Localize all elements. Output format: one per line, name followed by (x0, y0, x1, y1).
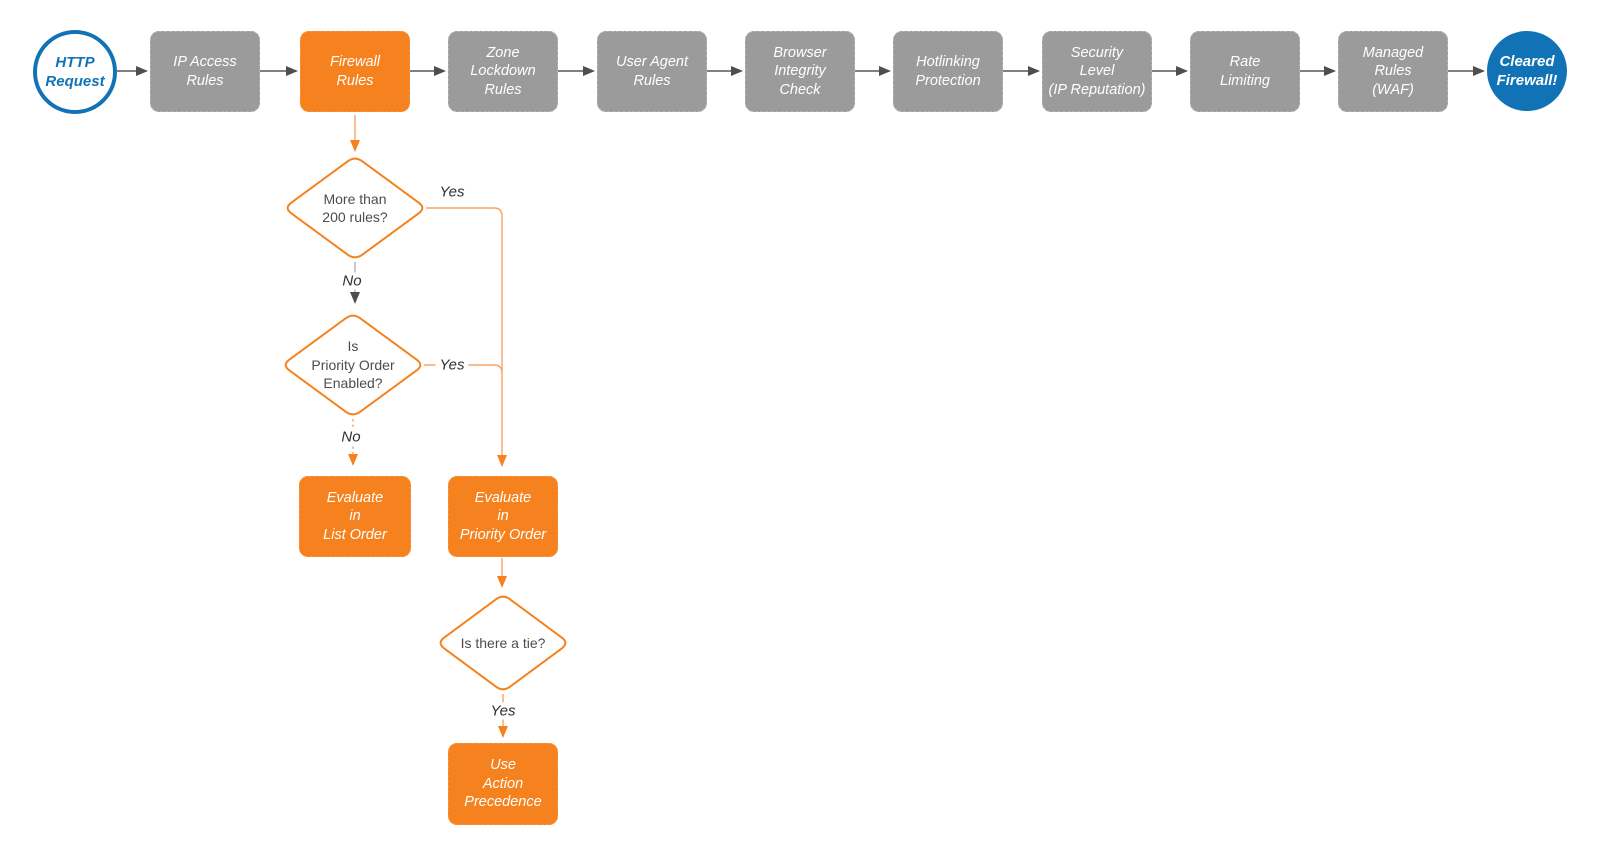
node-decision-more-200-shape (286, 157, 424, 259)
edge-label-decision3-yes: Yes (486, 702, 520, 720)
node-cleared-firewall-label: Cleared Firewall! (1496, 53, 1558, 89)
node-security-level: Security Level (IP Reputation) (1042, 31, 1152, 112)
node-decision-priority-enabled-label: Is Priority Order Enabled? (311, 338, 395, 392)
edge-label-decision2-yes: Yes (435, 356, 469, 374)
node-ip-access-rules-label: IP Access Rules (173, 54, 237, 89)
node-managed-rules-waf: Managed Rules (WAF) (1338, 31, 1448, 112)
node-rate-limiting: Rate Limiting (1190, 31, 1300, 112)
node-use-action-precedence-label: Use Action Precedence (464, 757, 542, 811)
node-http-request-label: HTTP Request (45, 54, 105, 90)
node-security-level-label: Security Level (IP Reputation) (1048, 44, 1146, 98)
node-evaluate-list-order: Evaluate in List Order (299, 476, 411, 557)
node-decision-tie-shape (439, 595, 567, 691)
node-zone-lockdown-rules-label: Zone Lockdown Rules (470, 44, 536, 98)
node-http-request: HTTP Request (33, 30, 117, 114)
node-decision-more-200-label: More than 200 rules? (322, 190, 388, 226)
node-firewall-rules-label: Firewall Rules (330, 54, 380, 89)
node-cleared-firewall: Cleared Firewall! (1487, 31, 1567, 111)
node-managed-rules-waf-label: Managed Rules (WAF) (1362, 44, 1424, 98)
node-zone-lockdown-rules: Zone Lockdown Rules (448, 31, 558, 112)
node-decision-priority-enabled-shape (284, 314, 422, 416)
wire-decision1-yes-to-evaluate-priority (426, 207, 507, 467)
node-ip-access-rules: IP Access Rules (150, 31, 260, 112)
node-evaluate-list-order-label: Evaluate in List Order (323, 489, 387, 543)
node-rate-limiting-label: Rate Limiting (1220, 54, 1270, 89)
wire-decision2-yes-join (424, 364, 503, 374)
node-evaluate-priority-order: Evaluate in Priority Order (448, 476, 558, 557)
node-hotlinking-protection-label: Hotlinking Protection (915, 54, 981, 89)
node-firewall-rules: Firewall Rules (300, 31, 410, 112)
diamond-shape (439, 595, 567, 691)
edge-label-decision2-no: No (337, 428, 365, 446)
node-browser-integrity-check: Browser Integrity Check (745, 31, 855, 112)
diamond-shape (286, 157, 424, 259)
node-decision-tie-label: Is there a tie? (460, 634, 546, 651)
node-user-agent-rules: User Agent Rules (597, 31, 707, 112)
node-use-action-precedence: Use Action Precedence (448, 743, 558, 825)
node-hotlinking-protection: Hotlinking Protection (893, 31, 1003, 112)
node-evaluate-priority-order-label: Evaluate in Priority Order (459, 489, 547, 543)
edge-label-decision1-no: No (338, 272, 366, 290)
node-browser-integrity-check-label: Browser Integrity Check (773, 44, 827, 98)
diamond-shape (284, 314, 422, 416)
edge-label-decision1-yes: Yes (435, 183, 469, 201)
node-user-agent-rules-label: User Agent Rules (616, 54, 688, 89)
